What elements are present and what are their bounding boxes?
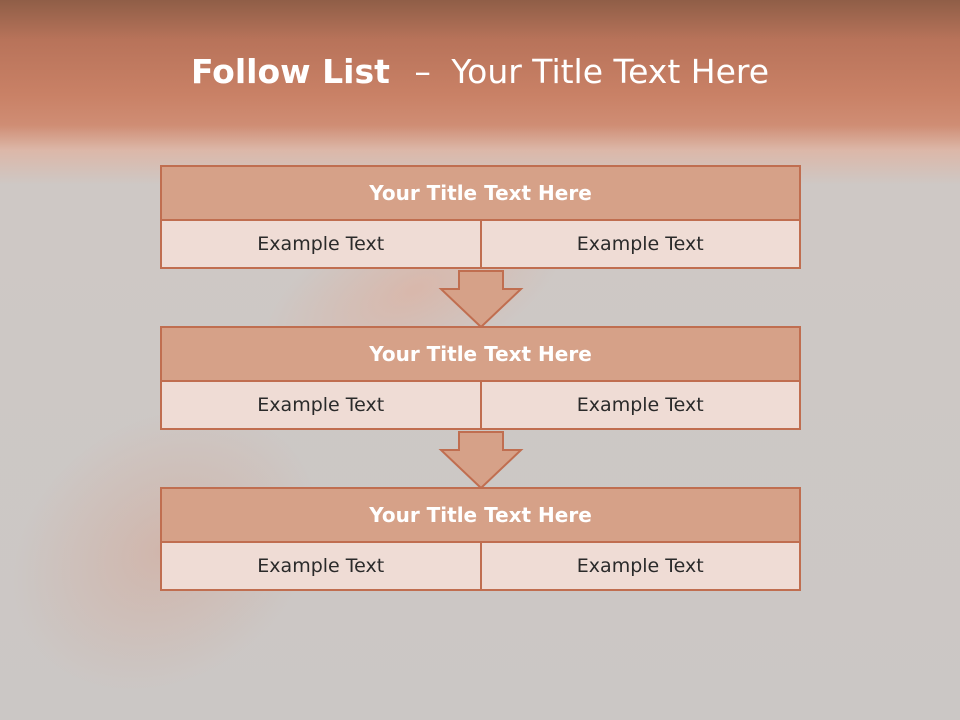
step-title: Your Title Text Here xyxy=(160,165,801,221)
slide-title: Follow List – Your Title Text Here xyxy=(0,52,960,91)
step-row: Example Text Example Text xyxy=(160,541,801,591)
step-block-1: Your Title Text Here Example Text Exampl… xyxy=(160,165,801,269)
step-block-3: Your Title Text Here Example Text Exampl… xyxy=(160,487,801,591)
step-cell-left: Example Text xyxy=(160,380,482,430)
step-cell-right: Example Text xyxy=(479,219,801,269)
down-arrow-icon xyxy=(438,431,524,490)
step-cell-left: Example Text xyxy=(160,541,482,591)
step-row: Example Text Example Text xyxy=(160,380,801,430)
step-block-2: Your Title Text Here Example Text Exampl… xyxy=(160,326,801,430)
step-title: Your Title Text Here xyxy=(160,326,801,382)
down-arrow-icon xyxy=(438,270,524,329)
step-title: Your Title Text Here xyxy=(160,487,801,543)
step-row: Example Text Example Text xyxy=(160,219,801,269)
step-cell-right: Example Text xyxy=(479,541,801,591)
step-cell-left: Example Text xyxy=(160,219,482,269)
slide-title-dash: – xyxy=(414,52,431,91)
step-cell-right: Example Text xyxy=(479,380,801,430)
slide-title-rest: Your Title Text Here xyxy=(451,52,770,91)
slide-title-bold: Follow List xyxy=(190,52,390,91)
